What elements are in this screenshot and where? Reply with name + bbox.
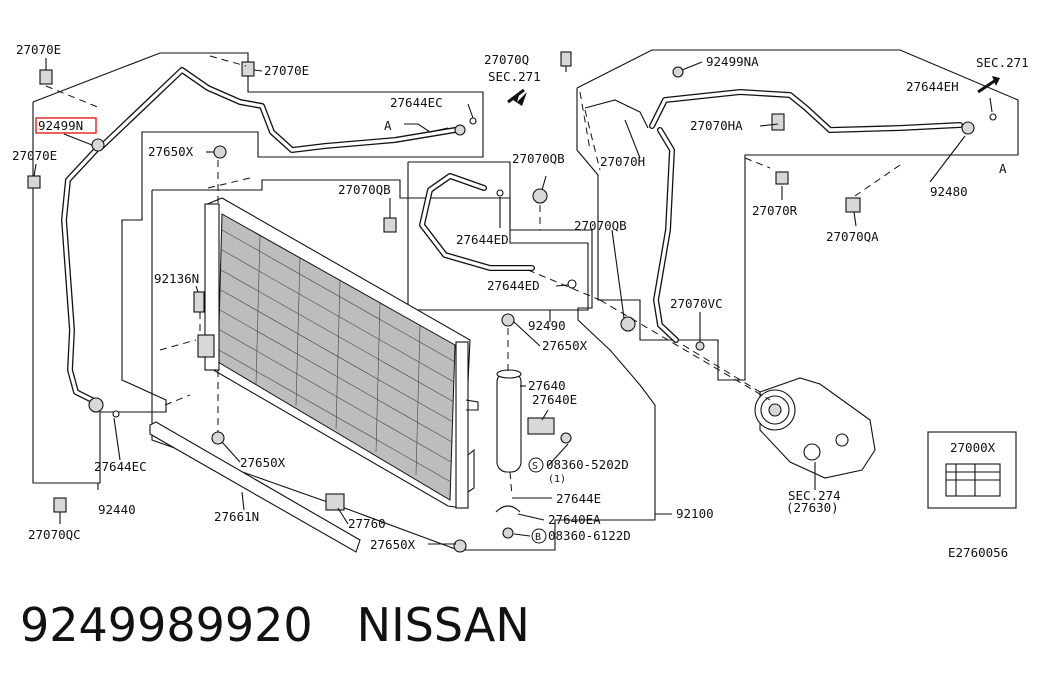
symbol-b: B (531, 528, 547, 544)
pipes (61, 67, 963, 405)
label-27650x-top: 27650X (148, 144, 194, 159)
symbol-s: S (528, 457, 544, 473)
label-08360-5202d-qty: (1) (548, 474, 566, 485)
dashed-lines (45, 55, 901, 497)
label-27640ea: 27640EA (548, 512, 601, 527)
label-a-right: A (999, 161, 1007, 176)
label-27644eh: 27644EH (906, 79, 959, 94)
label-diagram-code: E2760056 (948, 545, 1008, 560)
label-92136n: 92136N (154, 271, 199, 286)
label-27630: (27630) (786, 500, 839, 515)
label-27644ed-a: 27644ED (456, 232, 509, 247)
label-27650x-low: 27650X (370, 537, 416, 552)
label-27070ha: 27070HA (690, 118, 743, 133)
label-92100: 92100 (676, 506, 714, 521)
label-27000x: 27000X (950, 440, 996, 455)
label-92480: 92480 (930, 184, 968, 199)
panel-outlines (32, 49, 1019, 551)
label-27650x-mid: 27650X (542, 338, 588, 353)
label-27644e: 27644E (556, 491, 601, 506)
label-92499na: 92499NA (706, 54, 759, 69)
label-27640: 27640 (528, 378, 566, 393)
symbol-b-letter: B (535, 532, 541, 543)
label-27070qc: 27070QC (28, 527, 81, 542)
label-27070qb-c: 27070QB (574, 218, 627, 233)
label-27650x-bottom: 27650X (240, 455, 286, 470)
label-a-left: A (384, 118, 392, 133)
label-27070qa: 27070QA (826, 229, 879, 244)
label-08360-5202d: 08360-5202D (546, 457, 629, 472)
label-08360-6122d: 08360-6122D (548, 528, 631, 543)
highlight-box (35, 117, 97, 134)
label-27760: 27760 (348, 516, 386, 531)
label-27070q: 27070Q (484, 52, 529, 67)
label-92490: 92490 (528, 318, 566, 333)
label-sec271-right: SEC.271 (976, 55, 1029, 70)
label-27070r: 27070R (752, 203, 798, 218)
label-27070e-clip: 27070E (264, 63, 309, 78)
label-27070qb-b: 27070QB (338, 182, 391, 197)
part-labels: 27070E 27070E 92499N 27070E 27650X 27644… (12, 42, 1029, 560)
label-27070vc: 27070VC (670, 296, 723, 311)
label-27644ec-bottom: 27644EC (94, 459, 147, 474)
label-27070e-left: 27070E (12, 148, 57, 163)
symbol-s-letter: S (532, 461, 538, 472)
caption-part-number: 9249989920 (20, 598, 313, 652)
label-27640e: 27640E (532, 392, 577, 407)
label-92440: 92440 (98, 502, 136, 517)
label-sec274: SEC.274 (788, 488, 841, 503)
receiver-drier (495, 369, 572, 539)
caption-brand: NISSAN (356, 598, 530, 652)
label-27070e-top: 27070E (16, 42, 61, 57)
label-27644ec-top: 27644EC (390, 95, 443, 110)
seal-strip (149, 421, 361, 553)
label-27661n: 27661N (214, 509, 259, 524)
ac-parts-diagram: 27070E 27070E 92499N 27070E 27650X 27644… (12, 42, 1029, 560)
arrow-icons (507, 76, 1000, 106)
label-27070h: 27070H (600, 154, 645, 169)
condenser (197, 197, 479, 509)
label-sec271-left: SEC.271 (488, 69, 541, 84)
label-27070qb-a: 27070QB (512, 151, 565, 166)
compressor (754, 377, 876, 479)
small-parts (27, 51, 997, 553)
label-92499n: 92499N (38, 118, 83, 133)
part-caption: 9249989920 NISSAN (20, 598, 530, 652)
label-27644ed-b: 27644ED (487, 278, 540, 293)
leader-lines (33, 58, 993, 545)
